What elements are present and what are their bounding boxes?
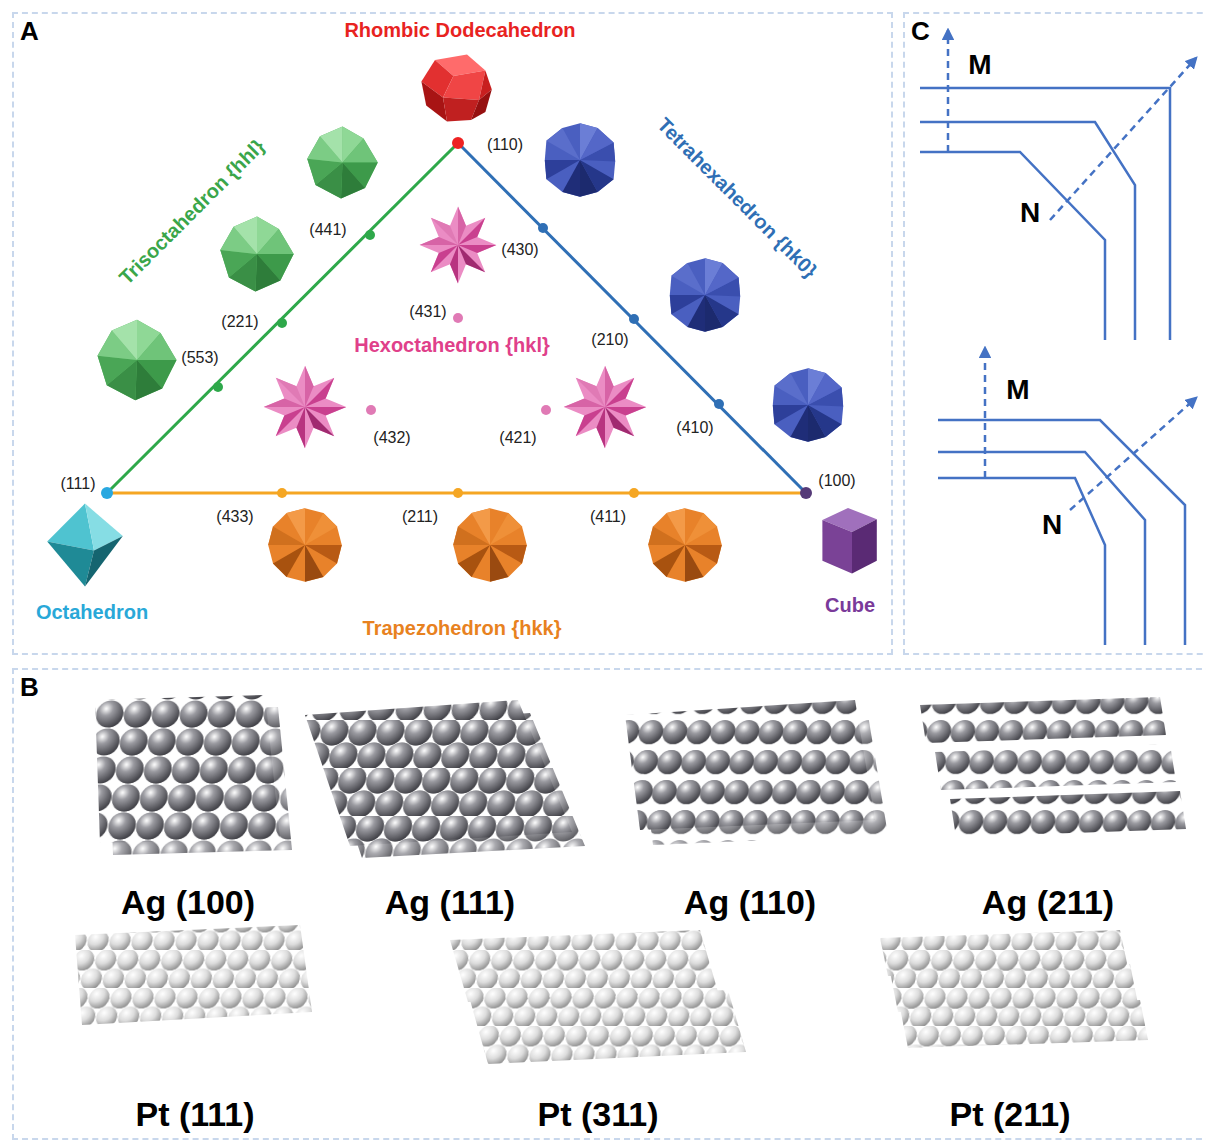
- trapezohedron: [453, 508, 527, 582]
- atom-step: [935, 744, 1176, 790]
- hexoctahedron: [420, 207, 497, 284]
- miller-index: (433): [216, 508, 253, 526]
- rhombic-dodecahedron: [421, 54, 491, 121]
- surface-label: Pt (211): [950, 1095, 1071, 1134]
- step-line: [920, 122, 1135, 340]
- octahedron: [47, 504, 123, 587]
- step-line: [938, 478, 1105, 645]
- surface-label: Ag (211): [982, 883, 1114, 922]
- step-line: [938, 452, 1145, 645]
- point-label: M: [968, 49, 991, 81]
- panel-letter: C: [911, 16, 930, 47]
- miller-index: (100): [818, 472, 855, 490]
- hk0-line: [458, 143, 806, 493]
- shape-title: Rhombic Dodecahedron: [344, 19, 575, 42]
- surface-label: Ag (110): [684, 883, 816, 922]
- atom-step: [900, 1000, 1148, 1048]
- atom-layer: [75, 925, 312, 1025]
- step-line: [920, 88, 1170, 340]
- atom-step: [470, 990, 746, 1064]
- miller-index: (211): [402, 508, 438, 526]
- tetrahexahedron: [670, 258, 740, 332]
- point-label: N: [1042, 509, 1062, 541]
- family-title: Tetrahexahedron {hk0}: [652, 113, 821, 282]
- miller-index: (553): [181, 349, 218, 367]
- surface-label: Ag (100): [121, 883, 255, 922]
- surface-label: Ag (111): [385, 883, 515, 922]
- dashed-arrow: [947, 30, 950, 152]
- step-line: [920, 152, 1105, 340]
- tetrahexahedron: [545, 123, 615, 197]
- shape-title: Octahedron: [36, 601, 148, 624]
- trapezohedron: [268, 508, 342, 582]
- ag-surfaces: [95, 695, 1186, 858]
- trisoctahedron: [98, 320, 177, 401]
- hexoctahedron: [564, 366, 647, 449]
- atom-step: [950, 791, 1186, 837]
- hhl-line: [107, 143, 458, 493]
- atom-step: [920, 697, 1166, 743]
- hexoctahedron: [264, 366, 347, 449]
- panel-letter: A: [20, 16, 39, 47]
- trisoctahedron: [307, 127, 378, 199]
- miller-index: (110): [487, 136, 523, 154]
- miller-index: (221): [221, 313, 258, 331]
- surface-label: Pt (111): [135, 1095, 254, 1134]
- family-title: Hexoctahedron {hkl}: [354, 334, 550, 357]
- dashed-arrow: [1070, 398, 1196, 510]
- miller-index: (432): [373, 429, 410, 447]
- miller-index: (441): [309, 221, 346, 239]
- dashed-arrow: [984, 348, 987, 478]
- atom-layer: [95, 695, 280, 843]
- cube: [822, 508, 876, 574]
- atom-step: [450, 930, 718, 1002]
- step-lines: [920, 88, 1185, 645]
- point-label: N: [1020, 197, 1040, 229]
- miller-index: (410): [676, 419, 713, 437]
- polyhedra: [47, 54, 877, 586]
- point-label: M: [1006, 374, 1029, 406]
- surface-label: Pt (311): [538, 1095, 659, 1134]
- dashed-arrow: [1050, 58, 1196, 220]
- atom-layer: [625, 700, 875, 830]
- miller-index: (430): [501, 241, 538, 259]
- family-title: Trisoctahedron {hhl}: [115, 135, 270, 290]
- atom-layer: [305, 700, 572, 846]
- step-line: [938, 420, 1185, 645]
- miller-index: (421): [499, 429, 536, 447]
- miller-index: (111): [61, 475, 96, 493]
- miller-index: (411): [590, 508, 626, 526]
- family-title: Trapezohedron {hkk}: [363, 617, 562, 640]
- pt-surfaces: [75, 925, 1148, 1064]
- miller-index: (431): [409, 303, 446, 321]
- direction-arrows: [948, 30, 1196, 510]
- panel-letter: B: [20, 672, 39, 703]
- trapezohedron: [648, 508, 722, 582]
- miller-index: (210): [591, 331, 628, 349]
- panel-frame: C: [903, 12, 1206, 655]
- trisoctahedron: [220, 217, 293, 292]
- tetrahexahedron: [773, 368, 843, 442]
- shape-title: Cube: [825, 594, 875, 617]
